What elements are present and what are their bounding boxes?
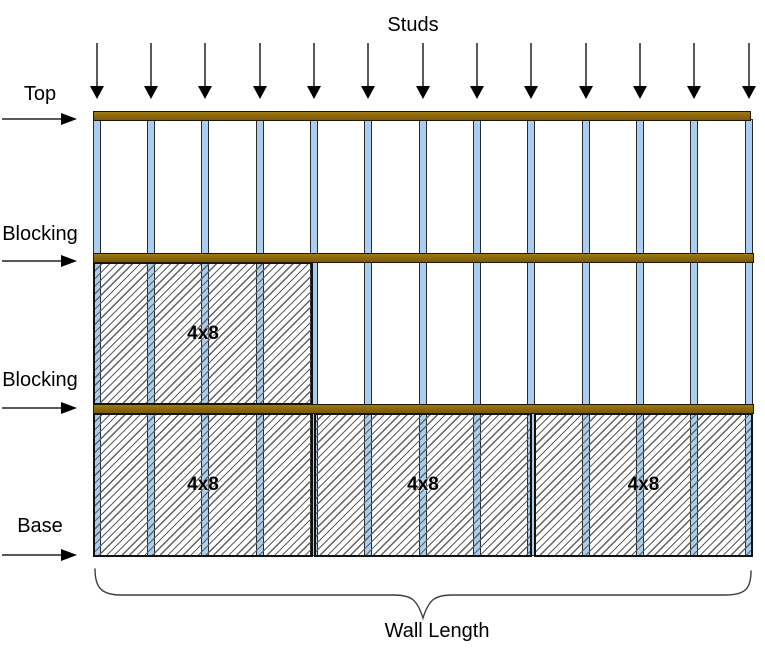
arrow-head-icon bbox=[687, 86, 702, 99]
down-arrow-icon bbox=[361, 43, 376, 99]
arrow-shaft bbox=[584, 43, 587, 87]
down-arrow-icon bbox=[198, 43, 213, 99]
arrow-head-icon bbox=[61, 113, 77, 125]
arrow-shaft bbox=[149, 43, 152, 87]
arrow-shaft bbox=[639, 43, 641, 87]
down-arrow-icon bbox=[252, 43, 267, 99]
down-arrow-icon bbox=[306, 43, 321, 99]
base-arrow-icon bbox=[2, 549, 78, 561]
arrow-shaft bbox=[204, 43, 207, 87]
arrow-head-icon bbox=[89, 86, 104, 99]
down-arrow-icon bbox=[633, 43, 647, 99]
top-arrow-icon bbox=[2, 113, 78, 125]
down-arrow-icon bbox=[89, 43, 104, 99]
arrow-shaft bbox=[95, 43, 98, 87]
arrow-head-icon bbox=[252, 86, 267, 99]
panel-4x8-lower-right: 4x8 bbox=[534, 413, 753, 557]
panel-4x8-upper-left: 4x8 bbox=[93, 262, 313, 405]
down-arrow-icon bbox=[469, 43, 484, 99]
blocking-lower-arrow-icon bbox=[2, 402, 78, 414]
arrow-shaft bbox=[2, 554, 61, 556]
arrow-shaft bbox=[2, 118, 61, 120]
arrow-head-icon bbox=[306, 86, 321, 99]
arrow-head-icon bbox=[198, 86, 213, 99]
panel-label: 4x8 bbox=[187, 322, 219, 344]
down-arrow-icon bbox=[415, 43, 430, 99]
arrow-shaft bbox=[693, 43, 696, 87]
blocking-upper-bar bbox=[93, 253, 754, 263]
down-arrow-icon bbox=[687, 43, 702, 99]
studs-title: Studs bbox=[387, 14, 439, 36]
base-label: Base bbox=[17, 515, 63, 537]
arrow-shaft bbox=[2, 407, 61, 409]
arrow-head-icon bbox=[524, 86, 539, 99]
arrow-head-icon bbox=[469, 86, 484, 99]
arrow-shaft bbox=[312, 43, 315, 87]
arrow-head-icon bbox=[415, 86, 430, 99]
arrow-shaft bbox=[258, 43, 261, 87]
panel-label: 4x8 bbox=[627, 474, 660, 495]
down-arrow-icon bbox=[741, 43, 756, 99]
arrow-head-icon bbox=[578, 86, 593, 99]
blocking-upper-arrow-icon bbox=[2, 255, 78, 267]
arrow-shaft bbox=[367, 43, 370, 87]
arrow-head-icon bbox=[61, 255, 77, 267]
blocking-upper-label: Blocking bbox=[2, 223, 78, 245]
arrow-shaft bbox=[475, 43, 478, 87]
arrow-head-icon bbox=[143, 86, 158, 99]
arrow-shaft bbox=[421, 43, 424, 87]
top-plate-bar bbox=[93, 111, 751, 121]
arrow-shaft bbox=[2, 260, 61, 262]
panel-4x8-lower-middle: 4x8 bbox=[314, 413, 532, 557]
panel-label: 4x8 bbox=[407, 474, 439, 495]
wall-length-label: Wall Length bbox=[384, 620, 490, 642]
arrow-head-icon bbox=[633, 86, 647, 99]
panel-label: 4x8 bbox=[187, 474, 219, 495]
down-arrow-icon bbox=[143, 43, 158, 99]
wall-length-brace bbox=[94, 568, 752, 621]
down-arrow-icon bbox=[578, 43, 593, 99]
arrow-head-icon bbox=[61, 402, 77, 414]
blocking-lower-bar bbox=[93, 404, 754, 414]
down-arrow-icon bbox=[524, 43, 539, 99]
panel-4x8-lower-left: 4x8 bbox=[93, 413, 313, 557]
arrow-shaft bbox=[530, 43, 533, 87]
arrow-head-icon bbox=[61, 549, 77, 561]
top-label: Top bbox=[23, 83, 57, 105]
blocking-lower-label: Blocking bbox=[2, 369, 78, 391]
arrow-head-icon bbox=[741, 86, 756, 99]
arrow-shaft bbox=[747, 43, 750, 87]
arrow-head-icon bbox=[361, 86, 376, 99]
